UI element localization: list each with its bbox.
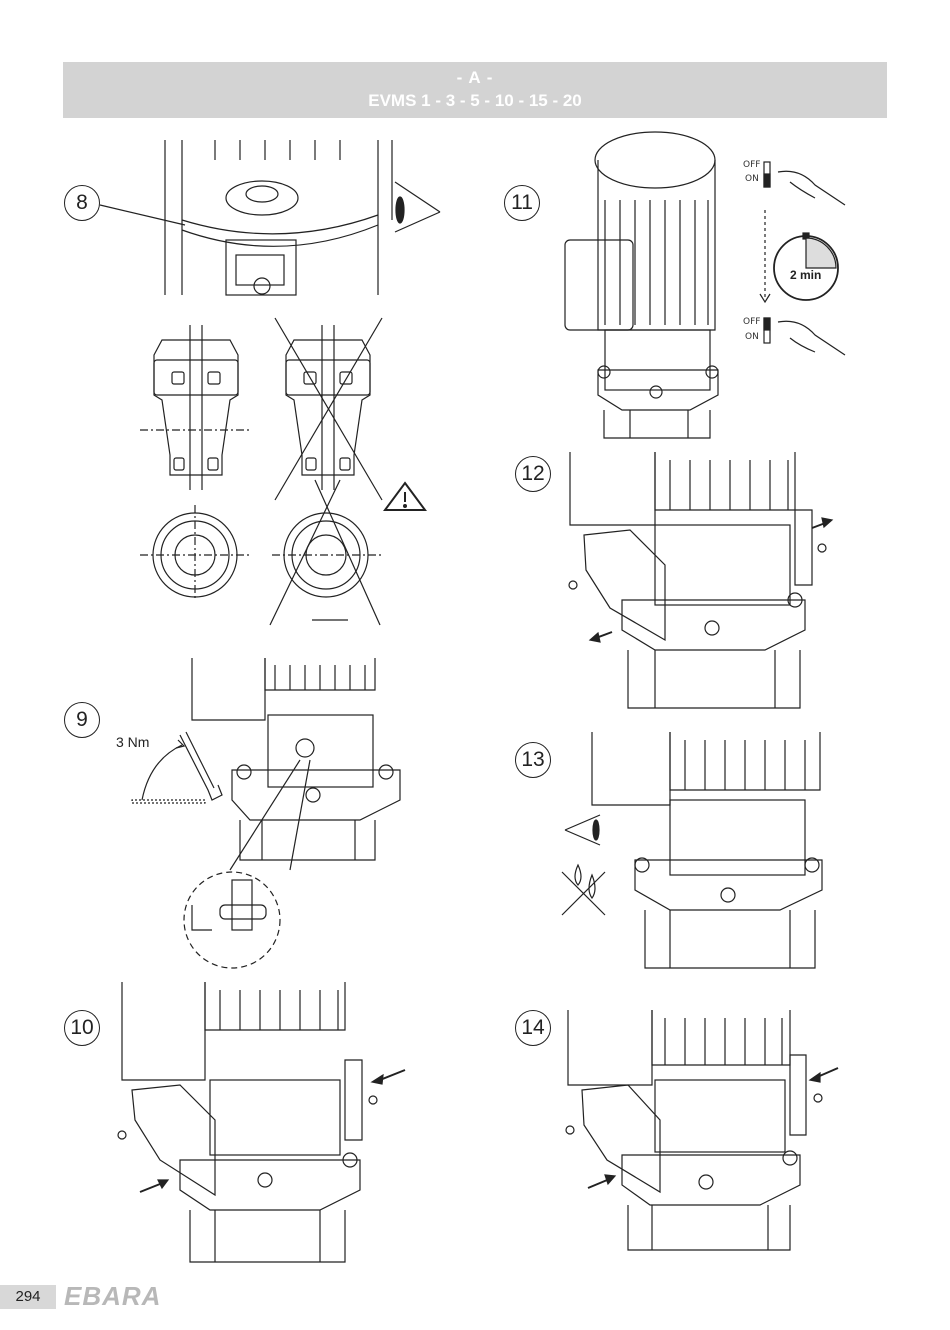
coupling-incorrect [274, 317, 383, 501]
switch-on-label-2: ON [745, 332, 759, 342]
section-header: - A - EVMS 1 - 3 - 5 - 10 - 15 - 20 [63, 62, 887, 118]
page-number: 294 [0, 1285, 56, 1309]
step8-pump-top [99, 140, 393, 296]
step9-detail-circle [183, 871, 281, 969]
eye-icon [394, 181, 441, 233]
step-8-badge: 8 [64, 185, 100, 221]
eye-icon-13 [564, 814, 601, 846]
brand-logo: EBARA [64, 1281, 162, 1311]
step-11-badge: 11 [504, 185, 540, 221]
timer-icon [759, 210, 839, 304]
step9-pump [191, 658, 401, 871]
step-13-badge: 13 [515, 742, 551, 778]
switch-on-label: ON [745, 174, 759, 184]
step-12-badge: 12 [515, 456, 551, 492]
no-leak-icon [561, 863, 606, 916]
shaft-section-correct [140, 505, 250, 600]
hex-key-icon [131, 731, 223, 804]
step10-pump [117, 982, 406, 1263]
timer-label: 2 min [790, 268, 822, 282]
switch-off-icon [763, 161, 846, 206]
warning-triangle-icon [383, 481, 427, 511]
switch-on-icon [763, 317, 846, 356]
step11-motor [564, 131, 719, 439]
torque-label: 3 Nm [116, 734, 150, 750]
step12-pump [568, 452, 834, 709]
step14-pump [565, 1010, 839, 1251]
step-10-badge: 10 [64, 1010, 100, 1046]
model-list: EVMS 1 - 3 - 5 - 10 - 15 - 20 [368, 91, 582, 110]
section-letter: - A - [456, 68, 494, 87]
switch-off-label-2: OFF [743, 317, 761, 327]
coupling-correct [140, 325, 250, 490]
step-14-badge: 14 [515, 1010, 551, 1046]
step13-pump [591, 732, 823, 969]
switch-off-label: OFF [743, 160, 761, 170]
step-9-badge: 9 [64, 702, 100, 738]
shaft-section-incorrect [269, 479, 382, 626]
